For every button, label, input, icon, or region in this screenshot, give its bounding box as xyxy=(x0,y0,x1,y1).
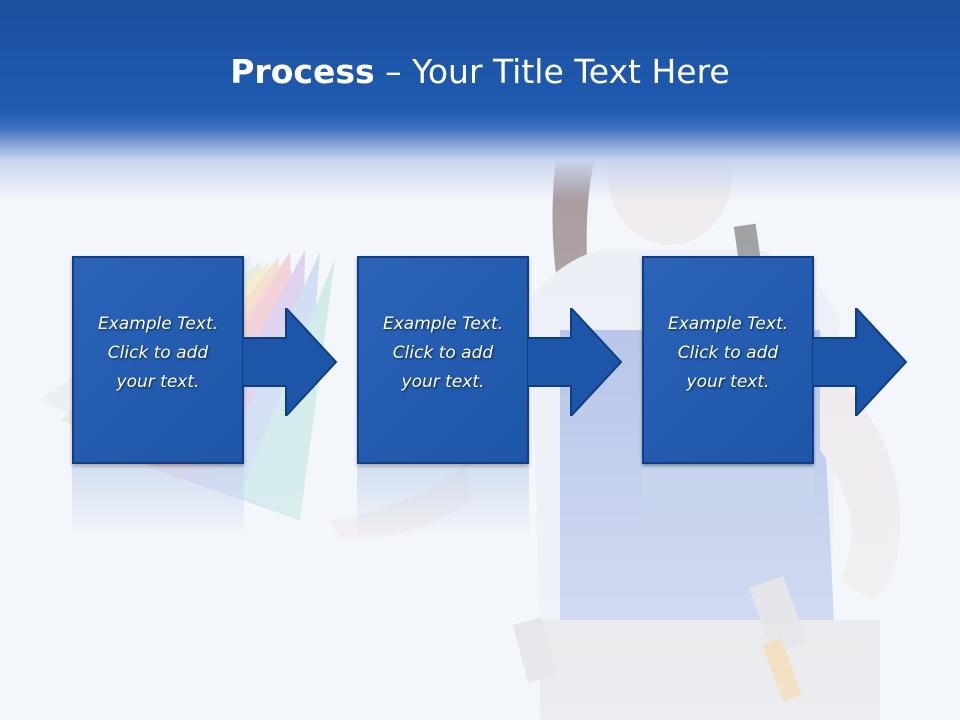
title-bold: Process xyxy=(230,52,375,91)
step-text-line: Click to add xyxy=(392,343,494,363)
process-step-3[interactable]: Example Text. Click to add your text. xyxy=(642,256,908,538)
step-reflection xyxy=(357,466,529,538)
step-text[interactable]: Example Text. Click to add your text. xyxy=(357,310,529,397)
step-text[interactable]: Example Text. Click to add your text. xyxy=(72,310,244,397)
step-text-line: your text. xyxy=(401,372,485,392)
step-box[interactable] xyxy=(642,256,814,464)
arrow-right-icon xyxy=(242,308,338,416)
process-step-1[interactable]: Example Text. Click to add your text. xyxy=(72,256,338,538)
step-reflection xyxy=(72,466,244,538)
arrow-right-icon xyxy=(527,308,623,416)
step-text-line: Example Text. xyxy=(667,314,789,334)
step-text-line: your text. xyxy=(116,372,200,392)
step-text[interactable]: Example Text. Click to add your text. xyxy=(642,310,814,397)
slide-title[interactable]: Process – Your Title Text Here xyxy=(0,52,960,91)
step-text-line: Example Text. xyxy=(382,314,504,334)
arrow-right-icon xyxy=(812,308,908,416)
step-box[interactable] xyxy=(72,256,244,464)
title-rest: – Your Title Text Here xyxy=(374,52,730,91)
step-text-line: Example Text. xyxy=(97,314,219,334)
step-text-line: your text. xyxy=(686,372,770,392)
step-reflection xyxy=(642,466,814,538)
header-band xyxy=(0,0,960,200)
step-text-line: Click to add xyxy=(677,343,779,363)
step-text-line: Click to add xyxy=(107,343,209,363)
process-step-2[interactable]: Example Text. Click to add your text. xyxy=(357,256,623,538)
